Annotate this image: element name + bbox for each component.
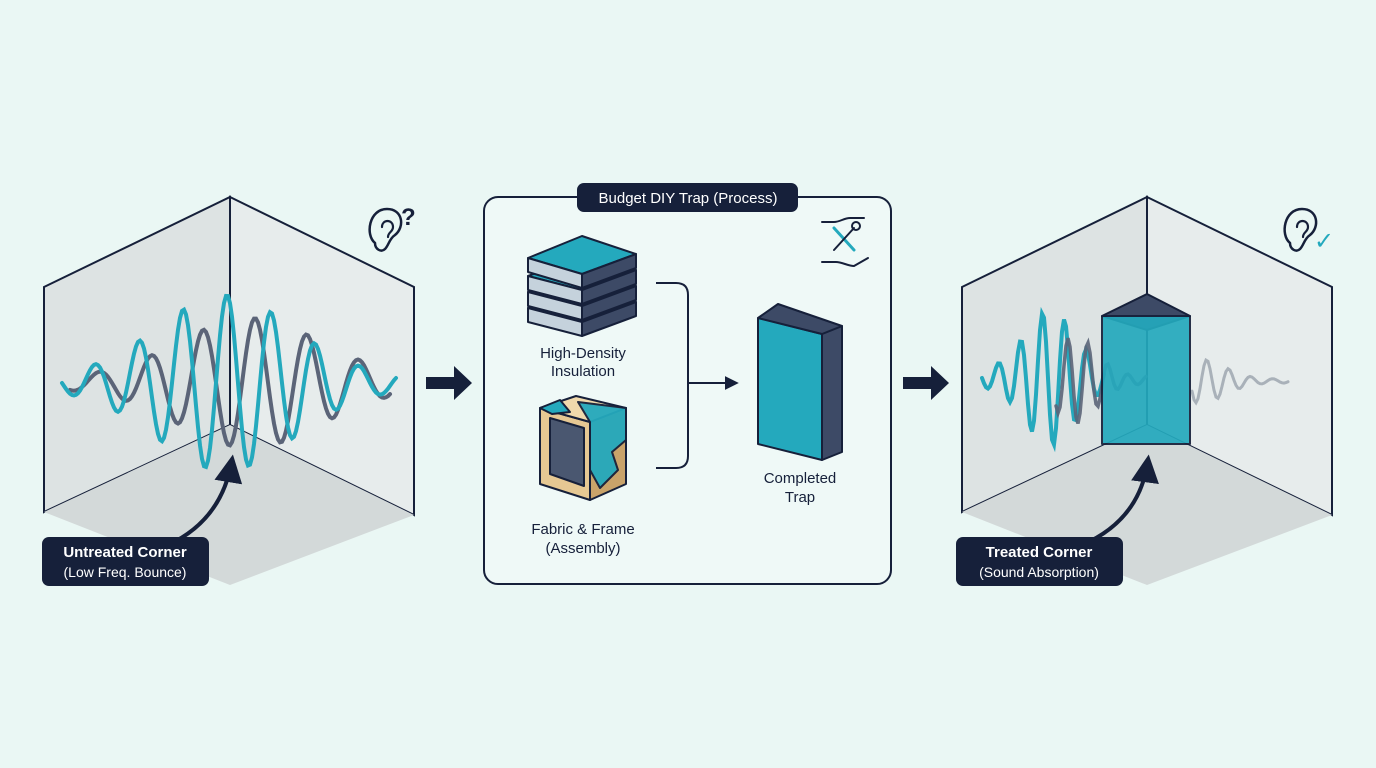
ear-question-icon: ? [368, 204, 416, 252]
process-title-badge [577, 183, 798, 212]
fabric-frame-label-line2: (Assembly) [545, 540, 620, 557]
combine-bracket [656, 282, 689, 469]
insulation-stack-icon [527, 235, 637, 337]
right-residual-wave [1190, 357, 1290, 406]
flow-arrow-1 [426, 366, 472, 400]
tools-hands-icon [821, 217, 869, 267]
process-title: Budget DIY Trap (Process) [599, 190, 778, 207]
treated-corner-label: Treated Corner (Sound Absorption) [956, 537, 1123, 586]
left-incident-wave [60, 293, 398, 470]
fabric-frame-icon [539, 395, 627, 501]
corner-bass-trap [1101, 293, 1191, 445]
flow-arrow-2 [903, 366, 949, 400]
untreated-corner-scene [43, 195, 415, 585]
completed-trap-icon [757, 303, 843, 461]
untreated-corner-title: Untreated Corner [63, 544, 187, 561]
insulation-label-line1: High-Density [540, 345, 626, 362]
treated-corner-scene [961, 195, 1333, 585]
completed-trap-label-line2: Trap [785, 489, 815, 506]
treated-corner-title: Treated Corner [986, 544, 1093, 561]
untreated-corner-label: Untreated Corner (Low Freq. Bounce) [42, 537, 209, 586]
treated-corner-subtitle: (Sound Absorption) [979, 564, 1099, 580]
check-mark-glyph: ✓ [1314, 228, 1334, 255]
question-mark-glyph: ? [401, 204, 416, 231]
insulation-label-line2: Insulation [551, 363, 615, 380]
untreated-corner-subtitle: (Low Freq. Bounce) [64, 564, 187, 580]
ear-check-icon: ✓ [1283, 207, 1334, 255]
completed-trap-label-line1: Completed [764, 470, 837, 487]
fabric-frame-label-line1: Fabric & Frame [531, 521, 634, 538]
